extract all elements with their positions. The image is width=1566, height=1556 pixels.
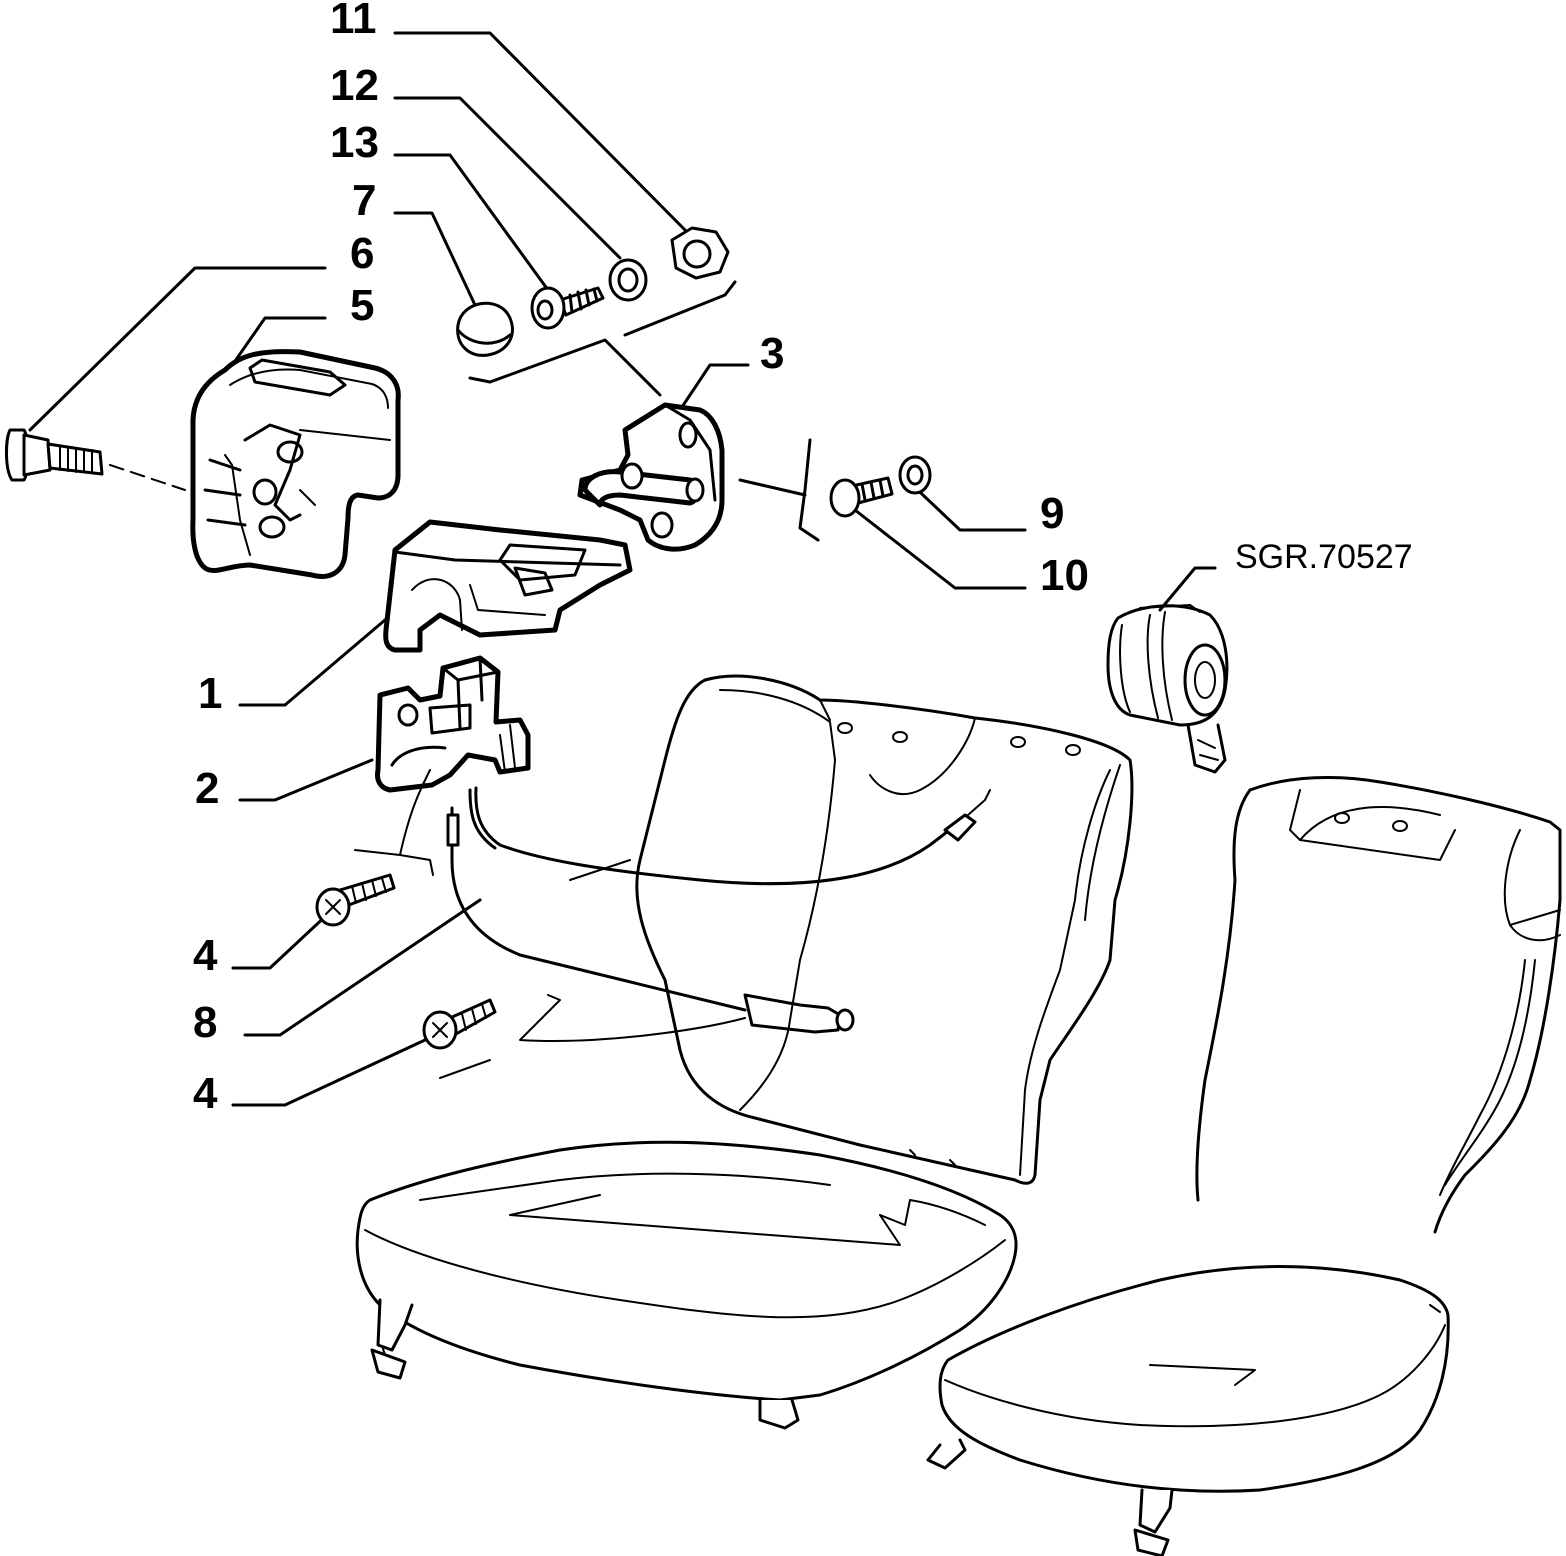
part-9-washer [898,455,932,495]
callout-13: 13 [330,118,379,167]
leader-sgr [1158,566,1217,612]
part-1-tray [383,519,633,653]
leader-group-top [468,338,662,397]
part-6-bolt [5,428,186,491]
leader-6 [28,266,327,432]
part-12-washer [608,258,648,302]
part-3-striker [577,402,725,552]
callout-5: 5 [350,281,374,330]
leader-8 [243,898,482,1037]
leader-7 [393,211,477,307]
callout-8: 8 [193,998,217,1047]
part-7-cap [456,301,514,357]
part-belt-retractor [1106,604,1229,774]
leader-lines [28,31,1217,1107]
leader-1 [238,618,387,707]
leader-4a [231,910,332,970]
seat-back-left [635,674,1134,1185]
seat-cushion-left [355,1140,1018,1430]
callout-4b: 4 [193,1069,218,1118]
callout-9: 9 [1040,489,1064,538]
callout-1: 1 [198,669,222,718]
leader-12 [393,96,622,260]
part-11-nut [670,226,730,280]
reference-code: SGR.70527 [1235,538,1413,576]
leader-group-right [738,478,807,497]
leader-group-top-2 [623,280,737,337]
leader-4b [231,1038,427,1107]
leader-13 [393,153,550,292]
callout-labels: 11 12 13 7 6 5 3 9 10 1 2 4 8 4 SGR.7052… [193,0,1413,1118]
part-4-screw-lower [422,998,497,1050]
part-10-screw [829,476,894,518]
leader-2 [238,758,374,802]
leader-3 [678,363,750,412]
leader-11 [393,31,692,237]
part-8-cable [354,769,991,1079]
leader-10 [853,508,1027,590]
part-4-screw-upper [315,873,396,927]
callout-7: 7 [352,176,376,225]
part-2-bracket [375,655,531,793]
callout-2: 2 [195,764,219,813]
seat-back-right [1195,775,1562,1234]
leader-9 [903,476,1027,532]
seat-cushion-right [926,1265,1450,1556]
callout-3: 3 [760,329,784,378]
part-13-screw [530,286,605,330]
callout-11: 11 [330,0,377,43]
leader-group-right-b [798,438,820,542]
callout-4a: 4 [193,931,218,980]
callout-12: 12 [330,61,379,110]
part-5-cover [190,349,401,579]
callout-10: 10 [1040,551,1089,600]
callout-6: 6 [350,229,374,278]
